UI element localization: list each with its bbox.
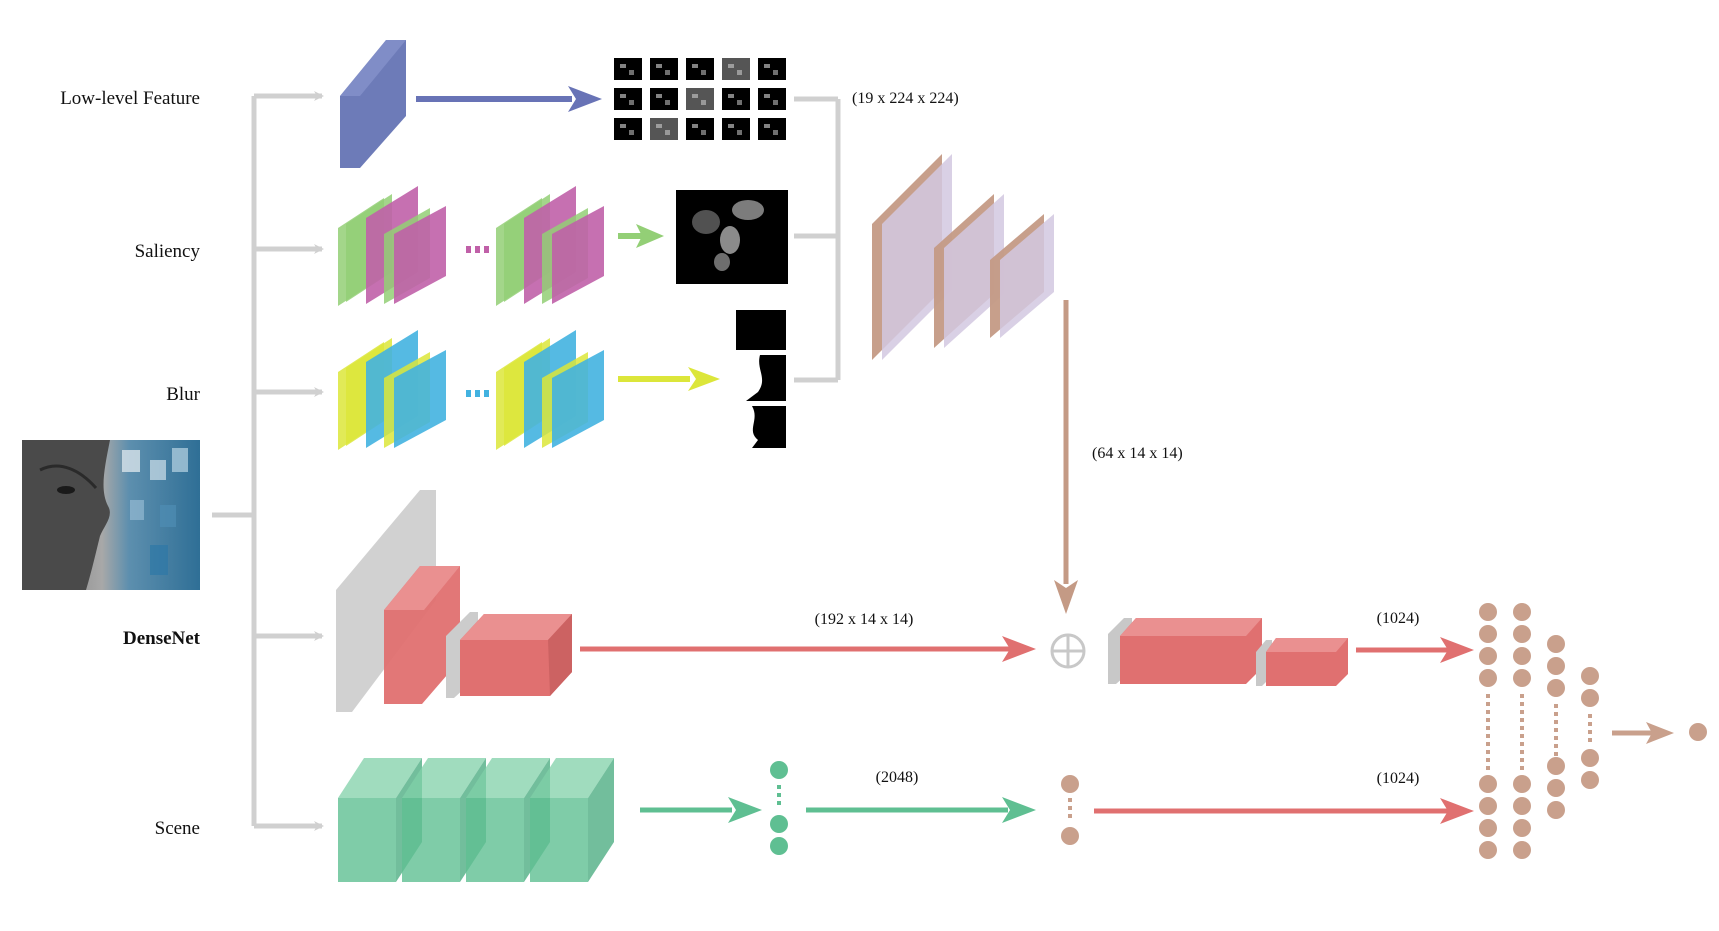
blur-arrow: [618, 367, 720, 391]
densenet-arrow: [580, 636, 1036, 662]
fc-node: [1479, 797, 1497, 815]
fc-node: [1581, 749, 1599, 767]
feature-map-tile: [650, 58, 678, 80]
fc-node: [1547, 679, 1565, 697]
densenet-fc-arrow: [1356, 637, 1474, 663]
fc-node: [1513, 647, 1531, 665]
saliency-map: [676, 190, 788, 284]
low-level-arrow: [416, 86, 602, 112]
saliency-dots: [466, 246, 489, 253]
feature-map-tile: [686, 118, 714, 140]
fc-node: [1547, 801, 1565, 819]
feature-map-tile: [758, 58, 786, 80]
stack-plate: [394, 206, 446, 304]
saliency-arrow: [618, 224, 664, 248]
saliency-conv-stack: [338, 186, 604, 306]
feature-map-tile: [614, 88, 642, 110]
scene-block-top: [338, 758, 422, 798]
scene-fc-arrow: [1094, 798, 1474, 824]
fusion-plate-front: [944, 194, 1004, 348]
densenet-blocks: [336, 490, 572, 712]
low-level-conv-block: [340, 40, 406, 168]
label-saliency: Saliency: [135, 241, 201, 262]
scene-block-top: [402, 758, 486, 798]
densenet-fc-blocks: [1108, 618, 1348, 686]
stack-plate: [552, 350, 604, 448]
fc-node: [1513, 775, 1531, 793]
scene-block-top: [466, 758, 550, 798]
fc-node: [1479, 841, 1497, 859]
scene-vector-arrow: [806, 797, 1036, 823]
stack-plate: [552, 206, 604, 304]
fc-node: [1513, 669, 1531, 687]
feature-map-tile: [722, 118, 750, 140]
fc-node: [1581, 771, 1599, 789]
fusion-conv-stack: [872, 154, 1054, 360]
feature-map-tile: [722, 88, 750, 110]
fc-node: [1581, 689, 1599, 707]
fc-node: [1513, 603, 1531, 621]
fc-node: [1479, 625, 1497, 643]
final-output: [1612, 722, 1707, 744]
fc-node: [1479, 819, 1497, 837]
dim-scene-fc: (1024): [1377, 770, 1420, 787]
blur-dots: [466, 390, 489, 397]
output-fc-layers: [1479, 603, 1599, 859]
scene-conv-stack: [338, 758, 614, 882]
scene-fc-nodes: [1061, 775, 1079, 845]
branch-arrows: [254, 91, 324, 831]
scene-block-front: [466, 798, 524, 882]
fusion-add-symbol: [1050, 633, 1086, 669]
dim-fused-conv: (64 x 14 x 14): [1092, 445, 1183, 462]
stack-plate: [394, 350, 446, 448]
fc-node: [1547, 757, 1565, 775]
label-low-level-feature: Low-level Feature: [60, 88, 200, 109]
input-trunk-connectors: [212, 96, 257, 826]
label-blur: Blur: [166, 384, 200, 405]
low-level-feature-maps: [614, 58, 786, 140]
feature-map-tile: [650, 88, 678, 110]
dim-scene-vec: (2048): [876, 769, 919, 786]
label-densenet: DenseNet: [123, 628, 201, 649]
fc-node: [1513, 625, 1531, 643]
fc-node: [1479, 669, 1497, 687]
fc-node: [1479, 775, 1497, 793]
blur-conv-stack: [338, 330, 604, 450]
dim-densenet-out: (192 x 14 x 14): [815, 611, 914, 628]
fc-node: [1479, 603, 1497, 621]
fusion-plate-front: [1000, 214, 1054, 338]
dim-low-level-maps: (19 x 224 x 224): [852, 90, 959, 107]
feature-map-tile: [686, 88, 714, 110]
scene-block-front: [402, 798, 460, 882]
fc-node: [1513, 841, 1531, 859]
fusion-plate-front: [882, 154, 952, 360]
fc-node: [1513, 819, 1531, 837]
feature-map-tile: [758, 118, 786, 140]
fc-node: [1547, 779, 1565, 797]
feature-map-tile: [650, 118, 678, 140]
fc-node: [1581, 667, 1599, 685]
input-image: [22, 440, 200, 590]
fc-node: [1513, 797, 1531, 815]
feature-map-tile: [686, 58, 714, 80]
scene-block-side: [588, 758, 614, 882]
feature-map-tile: [614, 58, 642, 80]
fc-node: [1479, 647, 1497, 665]
feature-map-tile: [614, 118, 642, 140]
fc-node: [1547, 657, 1565, 675]
low-level-merge-connector: [794, 96, 841, 383]
feature-map-tile: [758, 88, 786, 110]
fc-node: [1547, 635, 1565, 653]
scene-arrow: [640, 797, 762, 823]
dim-densenet-fc: (1024): [1377, 610, 1420, 627]
blur-maps: [736, 310, 786, 448]
scene-vector-nodes: [770, 761, 788, 855]
scene-block-front: [338, 798, 396, 882]
fusion-down-arrow: [1054, 300, 1078, 614]
scene-block-top: [530, 758, 614, 798]
feature-map-tile: [722, 58, 750, 80]
label-scene: Scene: [155, 818, 200, 839]
scene-block-front: [530, 798, 588, 882]
